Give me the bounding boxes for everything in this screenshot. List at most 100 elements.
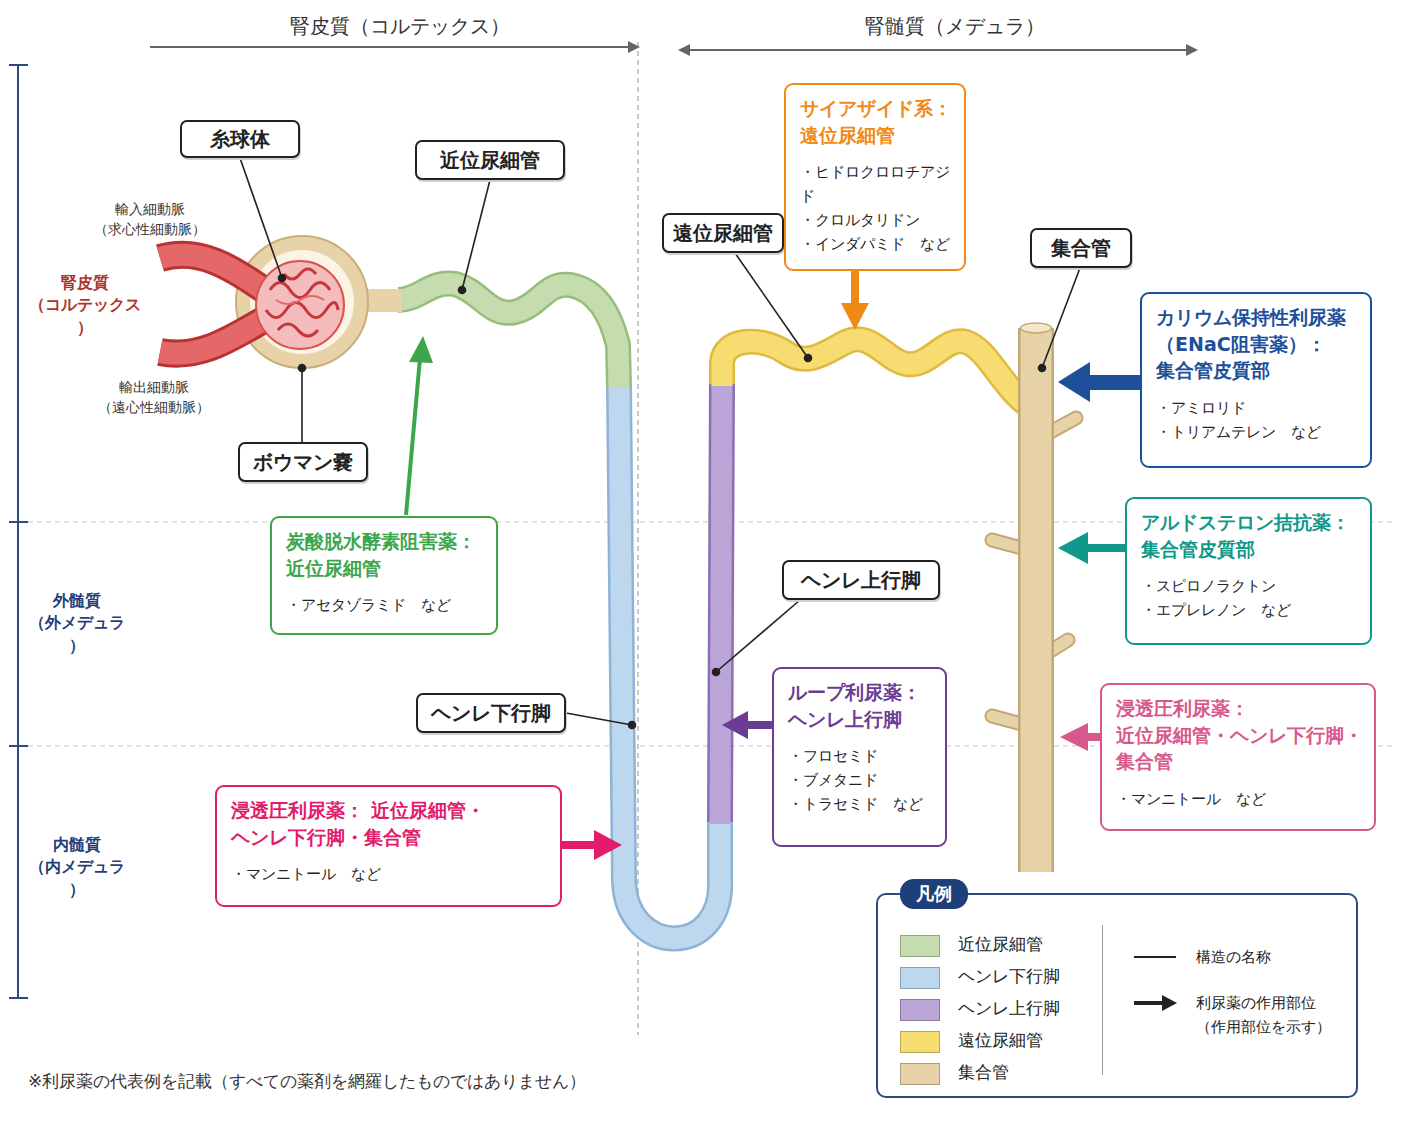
drug-callout: 炭酸脱水酵素阻害薬： 近位尿細管・アセタゾラミド など xyxy=(270,516,498,635)
leader-line xyxy=(805,355,812,362)
legend-swatch xyxy=(900,1031,940,1053)
leader-line xyxy=(1039,365,1046,372)
region-guide xyxy=(1186,44,1198,56)
zone-label: 内髄質 （内メデュラ） xyxy=(22,834,132,901)
leader-line xyxy=(301,368,303,442)
glomerulus-tuft xyxy=(284,269,316,279)
zone-label: 腎皮質 （コルテックス） xyxy=(22,272,148,339)
legend-text: 遠位尿細管 xyxy=(958,1029,1043,1052)
drug-class-heading: ループ利尿薬： ヘンレ上行脚 xyxy=(788,679,937,732)
drug-class-heading: カリウム保持性利尿薬 （ENaC阻害薬）： 集合管皮質部 xyxy=(1156,304,1362,384)
legend-box: 凡例近位尿細管ヘンレ下行脚ヘンレ上行脚遠位尿細管集合管構造の名称利尿薬の作用部位… xyxy=(876,893,1358,1098)
action-arrow xyxy=(406,358,420,515)
arteriole xyxy=(160,255,270,294)
structure-name: ヘンレ上行脚 xyxy=(801,567,921,594)
legend-divider xyxy=(1102,925,1103,1075)
action-arrow xyxy=(562,841,596,849)
legend-text: 集合管 xyxy=(958,1061,1009,1084)
legend-swatch xyxy=(900,1063,940,1085)
drug-class-heading: 浸透圧利尿薬： 近位尿細管・ヘンレ下行脚・ 集合管 xyxy=(1116,695,1366,775)
drug-name: ・マンニトール など xyxy=(231,862,552,886)
arteriole xyxy=(160,316,270,354)
ascending-limb xyxy=(720,376,722,824)
drug-name: ・トリアムテレン など xyxy=(1156,420,1362,444)
structure-name: 糸球体 xyxy=(210,126,270,153)
region-heading: 腎髄質（メデュラ） xyxy=(820,12,1090,40)
glomerulus-tuft xyxy=(278,324,318,336)
legend-title: 凡例 xyxy=(900,879,968,909)
arteriole xyxy=(160,255,270,294)
drug-class-heading: アルドステロン拮抗薬： 集合管皮質部 xyxy=(1141,509,1362,562)
ascending-limb xyxy=(720,376,722,824)
structure-label: 遠位尿細管 xyxy=(662,213,784,253)
distal-tubule xyxy=(722,339,1036,410)
bowman-capsule xyxy=(236,236,368,368)
zone-bracket xyxy=(9,745,28,747)
leader-line xyxy=(279,275,286,282)
drug-callout: アルドステロン拮抗薬： 集合管皮質部・スピロノラクトン・エプレレノン など xyxy=(1125,497,1372,645)
proximal-tubule xyxy=(398,283,619,387)
action-arrow xyxy=(1088,375,1140,390)
action-arrow xyxy=(722,711,748,739)
drug-name: ・トラセミド など xyxy=(788,792,937,816)
leader-line xyxy=(459,287,466,294)
leader-line xyxy=(629,722,636,729)
legend-swatch xyxy=(900,967,940,989)
zone-bracket xyxy=(9,521,28,523)
region-guide xyxy=(10,41,1395,1035)
leader-line xyxy=(299,365,306,372)
action-arrow xyxy=(406,270,1140,860)
drug-name: ・クロルタリドン xyxy=(800,208,956,232)
collecting-duct xyxy=(1021,323,1052,333)
action-arrow xyxy=(1060,723,1088,751)
legend-arrow-sample xyxy=(1162,995,1177,1011)
descending-limb xyxy=(619,385,720,939)
distal-tubule xyxy=(722,339,1036,410)
arteriole xyxy=(160,255,270,354)
drug-name: ・ヒドロクロロチアジド xyxy=(800,160,956,208)
leader-line xyxy=(240,158,282,278)
action-arrow xyxy=(594,830,622,860)
legend-swatch xyxy=(900,935,940,957)
vessel-label: 輸出細動脈 （遠心性細動脈） xyxy=(86,378,222,417)
glomerulus-tuft xyxy=(256,261,344,349)
structure-label: ヘンレ上行脚 xyxy=(782,560,940,600)
collecting-duct xyxy=(1018,328,1054,872)
structure-name: 近位尿細管 xyxy=(440,147,540,174)
structure-label: 集合管 xyxy=(1030,228,1132,268)
action-arrow xyxy=(1058,532,1088,564)
descending-limb xyxy=(619,385,720,939)
region-heading: 腎皮質（コルテックス） xyxy=(260,12,540,40)
legend-swatch xyxy=(900,999,940,1021)
drug-name: ・インダパミド など xyxy=(800,232,956,256)
drug-class-heading: 浸透圧利尿薬： 近位尿細管・ヘンレ下行脚・集合管 xyxy=(231,797,552,850)
zone-bracket xyxy=(9,997,28,999)
legend-arrow-sample xyxy=(1132,993,1178,1013)
drug-name: ・スピロノラクトン xyxy=(1141,574,1362,598)
region-guide xyxy=(628,41,640,53)
action-arrow xyxy=(1058,362,1090,402)
zone-label: 外髄質 （外メデュラ） xyxy=(22,590,132,657)
region-guide xyxy=(678,44,690,56)
arteriole xyxy=(160,316,270,354)
action-arrow xyxy=(1086,733,1100,741)
legend-line-sample xyxy=(1134,956,1176,958)
legend-text: 利尿薬の作用部位 （作用部位を示す） xyxy=(1196,991,1346,1039)
legend-arrow-sample xyxy=(1134,1001,1164,1005)
legend-text: ヘンレ上行脚 xyxy=(958,997,1060,1020)
collecting-duct xyxy=(1021,328,1052,872)
footnote: ※利尿薬の代表例を記載（すべての薬剤を網羅したものではありません） xyxy=(28,1070,928,1094)
drug-name: ・アセタゾラミド など xyxy=(286,593,488,617)
leader-line xyxy=(566,713,632,725)
leader-line xyxy=(716,600,800,672)
leader-line xyxy=(1042,268,1080,368)
region-guide xyxy=(150,46,630,48)
proximal-tubule xyxy=(398,283,619,387)
drug-callout: サイアザイド系： 遠位尿細管・ヒドロクロロチアジド・クロルタリドン・インダパミド… xyxy=(784,83,966,271)
descending-limb xyxy=(619,385,720,939)
structure-label: 近位尿細管 xyxy=(415,140,565,180)
drug-name: ・アミロリド xyxy=(1156,396,1362,420)
region-guide xyxy=(688,49,1188,51)
action-arrow xyxy=(851,270,859,305)
